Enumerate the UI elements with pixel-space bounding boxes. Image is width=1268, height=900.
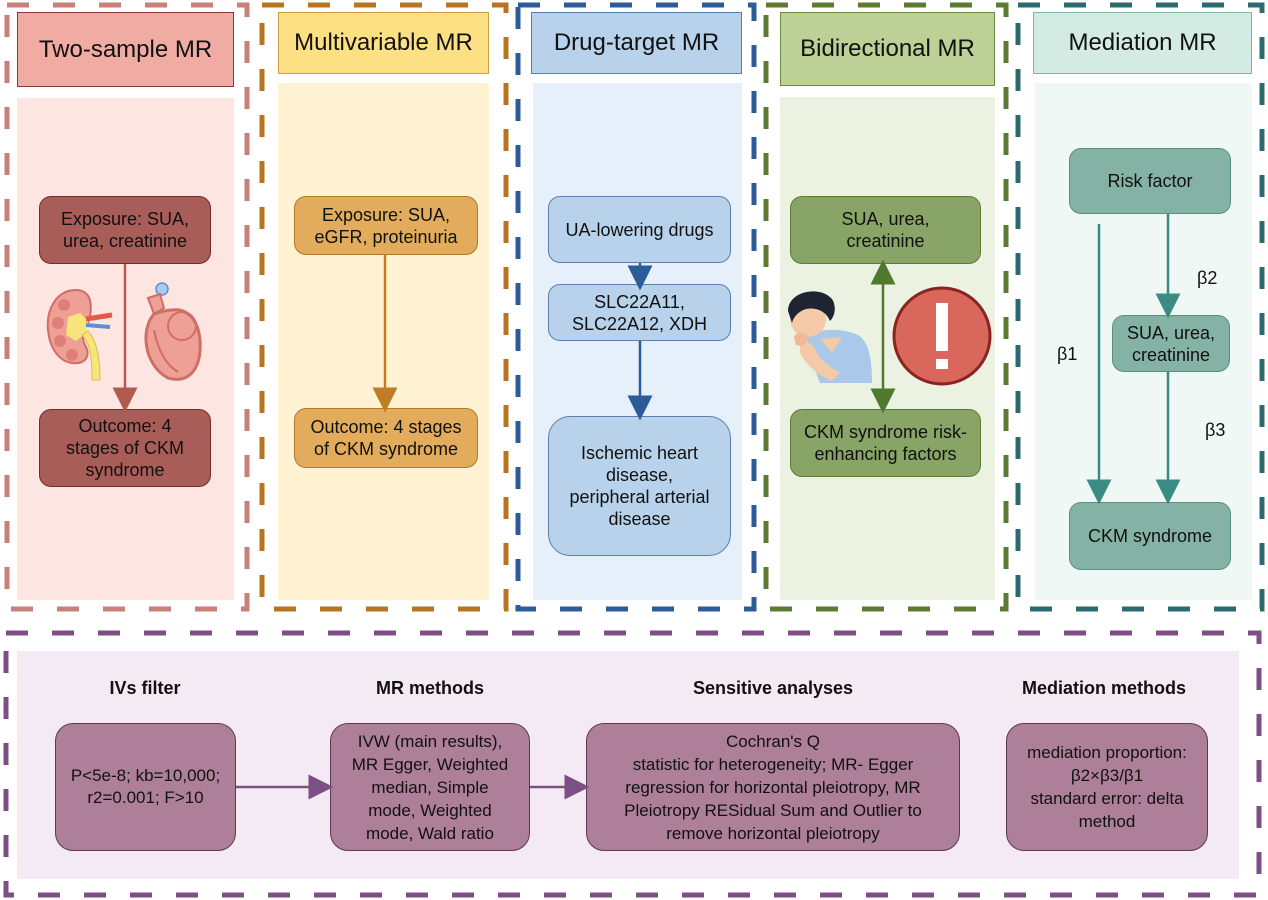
step-title-ivs-filter: IVs filter <box>109 678 181 698</box>
exclamation-alert-icon <box>892 286 992 386</box>
beta3-label: β3 <box>1205 420 1226 440</box>
panel-header-multivariable: Multivariable MR <box>278 12 489 74</box>
mediator-node: SUA, urea,creatinine <box>1112 315 1230 372</box>
panel-title: Two-sample MR <box>38 35 213 63</box>
panel-title: Bidirectional MR <box>800 35 975 62</box>
kidney-icon <box>46 288 113 381</box>
panel-header-mediation: Mediation MR <box>1033 12 1252 74</box>
dashed-frame <box>1015 2 1265 612</box>
panel-title: Multivariable MR <box>294 29 473 56</box>
dashed-frame <box>259 2 509 612</box>
drugs-node: UA-lowering drugs <box>548 196 731 263</box>
panel-bidirectional-mr <box>760 0 1012 615</box>
panel-two-sample-mr <box>0 0 252 615</box>
biomarker-node: SUA, urea,creatinine <box>790 196 981 264</box>
panel-body-multivariable <box>278 83 489 600</box>
beta2-label: β2 <box>1197 268 1218 288</box>
targets-node: SLC22A11,SLC22A12, XDH <box>548 284 731 341</box>
step-title-sensitive-analyses: Sensitive analyses <box>692 678 854 698</box>
dashed-frame <box>763 2 1009 612</box>
exposure-node: Exposure: SUA,urea, creatinine <box>39 196 211 264</box>
panel-multivariable-mr <box>256 0 512 615</box>
panel-header-bidirectional: Bidirectional MR <box>780 12 995 86</box>
step-title-mr-methods: MR methods <box>376 678 484 698</box>
risk-factor-node: Risk factor <box>1069 148 1231 214</box>
panel-title: Mediation MR <box>1068 29 1217 56</box>
exposure-node: Exposure: SUA,eGFR, proteinuria <box>294 196 478 255</box>
panel-header-two-sample: Two-sample MR <box>17 12 234 87</box>
panel-title: Drug-target MR <box>553 29 720 56</box>
ivs-filter-node: P<5e-8; kb=10,000;r2=0.001; F>10 <box>55 723 236 851</box>
ckm-syndrome-node: CKM syndrome <box>1069 502 1231 570</box>
panel-methods <box>0 628 1268 900</box>
dashed-frame <box>3 630 1262 898</box>
heart-icon <box>144 282 202 381</box>
panel-mediation-mr <box>1012 0 1268 615</box>
step-title-mediation-methods: Mediation methods <box>1021 678 1186 698</box>
dashed-frame <box>4 2 250 612</box>
panel-header-drug-target: Drug-target MR <box>531 12 742 74</box>
risk-factors-node: CKM syndrome risk-enhancing factors <box>790 409 981 477</box>
beta1-label: β1 <box>1057 344 1078 364</box>
coughing-person-icon <box>788 291 872 383</box>
